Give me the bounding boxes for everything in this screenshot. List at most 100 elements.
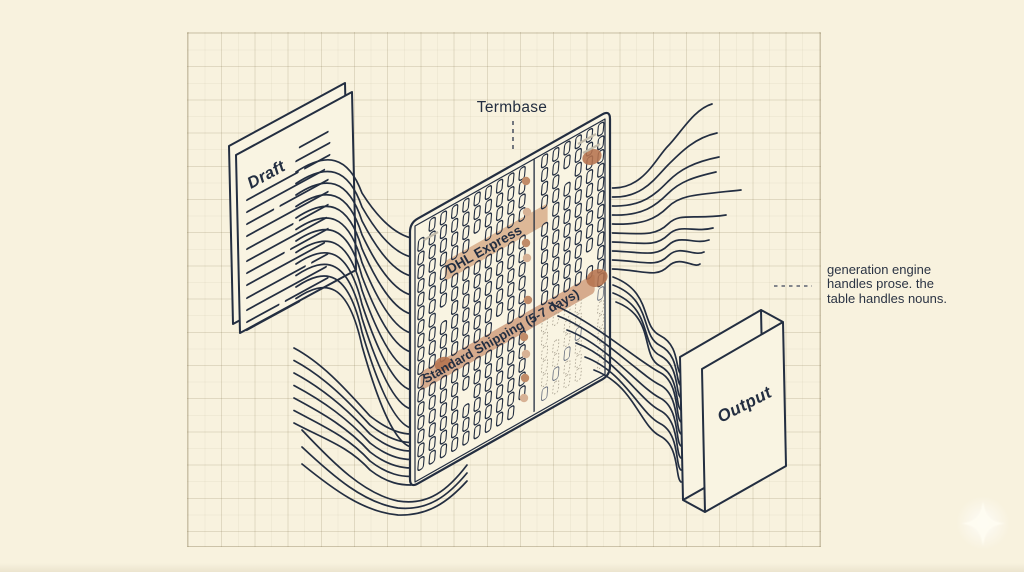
flow-line xyxy=(295,263,412,410)
termbase-cell xyxy=(563,181,571,197)
match-dot xyxy=(521,349,531,359)
termbase-cell xyxy=(473,314,481,330)
termbase-cell xyxy=(417,455,425,472)
output-panel-edges xyxy=(682,309,784,513)
termbase-cell xyxy=(439,224,448,240)
termbase-cell xyxy=(484,376,493,392)
termbase-cell xyxy=(552,146,560,162)
termbase-cell xyxy=(507,391,515,407)
flow-line xyxy=(611,260,701,274)
termbase-cell xyxy=(428,422,436,438)
termbase-cell xyxy=(540,153,549,169)
termbase-cell xyxy=(507,254,515,270)
termbase-cell xyxy=(552,201,560,217)
termbase-cell xyxy=(495,343,504,359)
termbase-callout: Termbase xyxy=(477,99,547,153)
termbase-cell xyxy=(428,381,436,397)
flow-line xyxy=(293,359,412,444)
termbase-cell xyxy=(495,397,504,413)
termbase-cell xyxy=(473,328,481,344)
draft-text-line xyxy=(246,171,299,202)
flow-line xyxy=(566,329,682,447)
termbase-cell xyxy=(450,341,459,357)
termbase-cell xyxy=(462,334,470,350)
termbase-cell xyxy=(540,249,549,265)
match-dot-strong xyxy=(586,269,608,287)
flow-line xyxy=(611,249,705,264)
termbase-cell xyxy=(473,300,481,317)
termbase-cell xyxy=(428,435,436,451)
termbase-cell xyxy=(597,121,605,137)
termbase-cell xyxy=(417,373,425,389)
termbase-cell xyxy=(540,180,549,196)
termbase-cell xyxy=(484,404,493,420)
termbase-cell xyxy=(428,257,436,273)
termbase-cell xyxy=(417,401,425,417)
termbase-cell xyxy=(574,298,582,314)
termbase-cell xyxy=(540,166,549,183)
draft-text-line xyxy=(295,141,331,163)
termbase-cell xyxy=(450,368,459,384)
termbase-cell xyxy=(574,367,582,382)
termbase-cell xyxy=(450,217,459,233)
termbase-cell xyxy=(574,175,582,191)
termbase-match-dots xyxy=(423,133,608,403)
sparkle-icon xyxy=(956,496,1010,550)
termbase-cell xyxy=(428,353,436,369)
termbase-cell xyxy=(552,338,560,354)
match-dot xyxy=(519,332,529,342)
termbase-cell xyxy=(439,265,448,281)
termbase-cell xyxy=(518,248,526,264)
termbase-cell xyxy=(417,236,425,252)
termbase-cell xyxy=(450,299,459,316)
draft-text-line xyxy=(311,252,329,264)
termbase-cell xyxy=(574,230,582,246)
annotation-line: table handles nouns. xyxy=(827,290,947,306)
termbase-cell xyxy=(563,346,571,361)
termbase-cell xyxy=(541,386,549,402)
termbase-cell xyxy=(428,285,436,301)
termbase-cell xyxy=(484,308,493,324)
termbase-cell xyxy=(597,176,605,192)
termbase-cell xyxy=(574,257,582,273)
term-highlight-band xyxy=(444,204,548,281)
termbase-cell xyxy=(484,267,493,283)
termbase-cell xyxy=(552,174,560,190)
flow-line xyxy=(295,170,412,258)
termbase-cell xyxy=(563,140,571,156)
termbase-cell xyxy=(552,188,560,204)
termbase-cell xyxy=(597,299,605,315)
flow-line xyxy=(295,286,412,448)
flow-line xyxy=(557,315,682,435)
termbase-cell xyxy=(540,194,549,210)
termbase-cell xyxy=(450,245,459,261)
flow-line xyxy=(295,228,412,353)
termbase-cell xyxy=(540,290,549,306)
termbase-cell xyxy=(417,360,425,376)
termbase-cell xyxy=(518,302,526,319)
termbase-cell xyxy=(597,217,605,233)
termbase-cell xyxy=(462,225,470,241)
termbase-cell xyxy=(507,364,515,380)
flow-line xyxy=(295,217,412,334)
draft-text-line xyxy=(246,265,306,300)
draft-text-line xyxy=(246,251,285,275)
termbase-cell xyxy=(439,429,448,445)
termbase-cell xyxy=(484,390,493,406)
termbase-cell xyxy=(417,346,425,362)
termbase-cell xyxy=(417,428,425,444)
termbase-cell xyxy=(462,197,470,213)
termbase-cell xyxy=(439,402,448,418)
flow-line xyxy=(293,384,412,461)
termbase-cell xyxy=(439,333,448,349)
match-dot xyxy=(521,238,531,248)
termbase-cell xyxy=(585,210,594,226)
termbase-cell xyxy=(552,366,560,381)
flow-line xyxy=(611,103,713,189)
termbase-cell xyxy=(541,331,549,347)
termbase-cell xyxy=(574,147,582,163)
termbase-cell xyxy=(484,363,493,379)
termbase-cell xyxy=(428,271,436,287)
termbase-cell xyxy=(541,345,549,360)
termbase-cell xyxy=(462,266,470,282)
